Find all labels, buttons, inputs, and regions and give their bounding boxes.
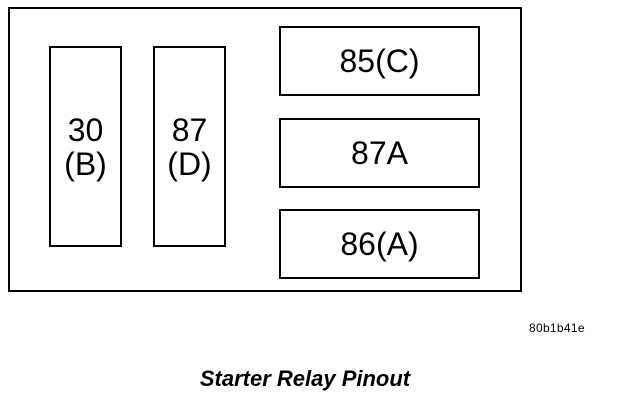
- terminal-87-number: 87: [171, 111, 208, 148]
- terminal-87: 87 (D): [153, 46, 226, 247]
- diagram-caption: Starter Relay Pinout: [199, 366, 411, 391]
- terminal-86: 86(A): [279, 209, 480, 279]
- terminal-87a-label: 87A: [351, 135, 408, 171]
- terminal-30-number: 30: [67, 111, 104, 148]
- terminal-87-letter: (D): [167, 145, 212, 182]
- terminal-30-letter: (B): [64, 145, 107, 182]
- terminal-85-label: 85(C): [339, 43, 420, 79]
- terminal-87a: 87A: [279, 118, 480, 188]
- terminal-86-label: 86(A): [340, 226, 419, 262]
- relay-housing: [8, 7, 522, 292]
- terminal-30: 30 (B): [49, 46, 122, 247]
- terminal-85: 85(C): [279, 26, 480, 96]
- figure-code: 80b1b41e: [529, 321, 585, 335]
